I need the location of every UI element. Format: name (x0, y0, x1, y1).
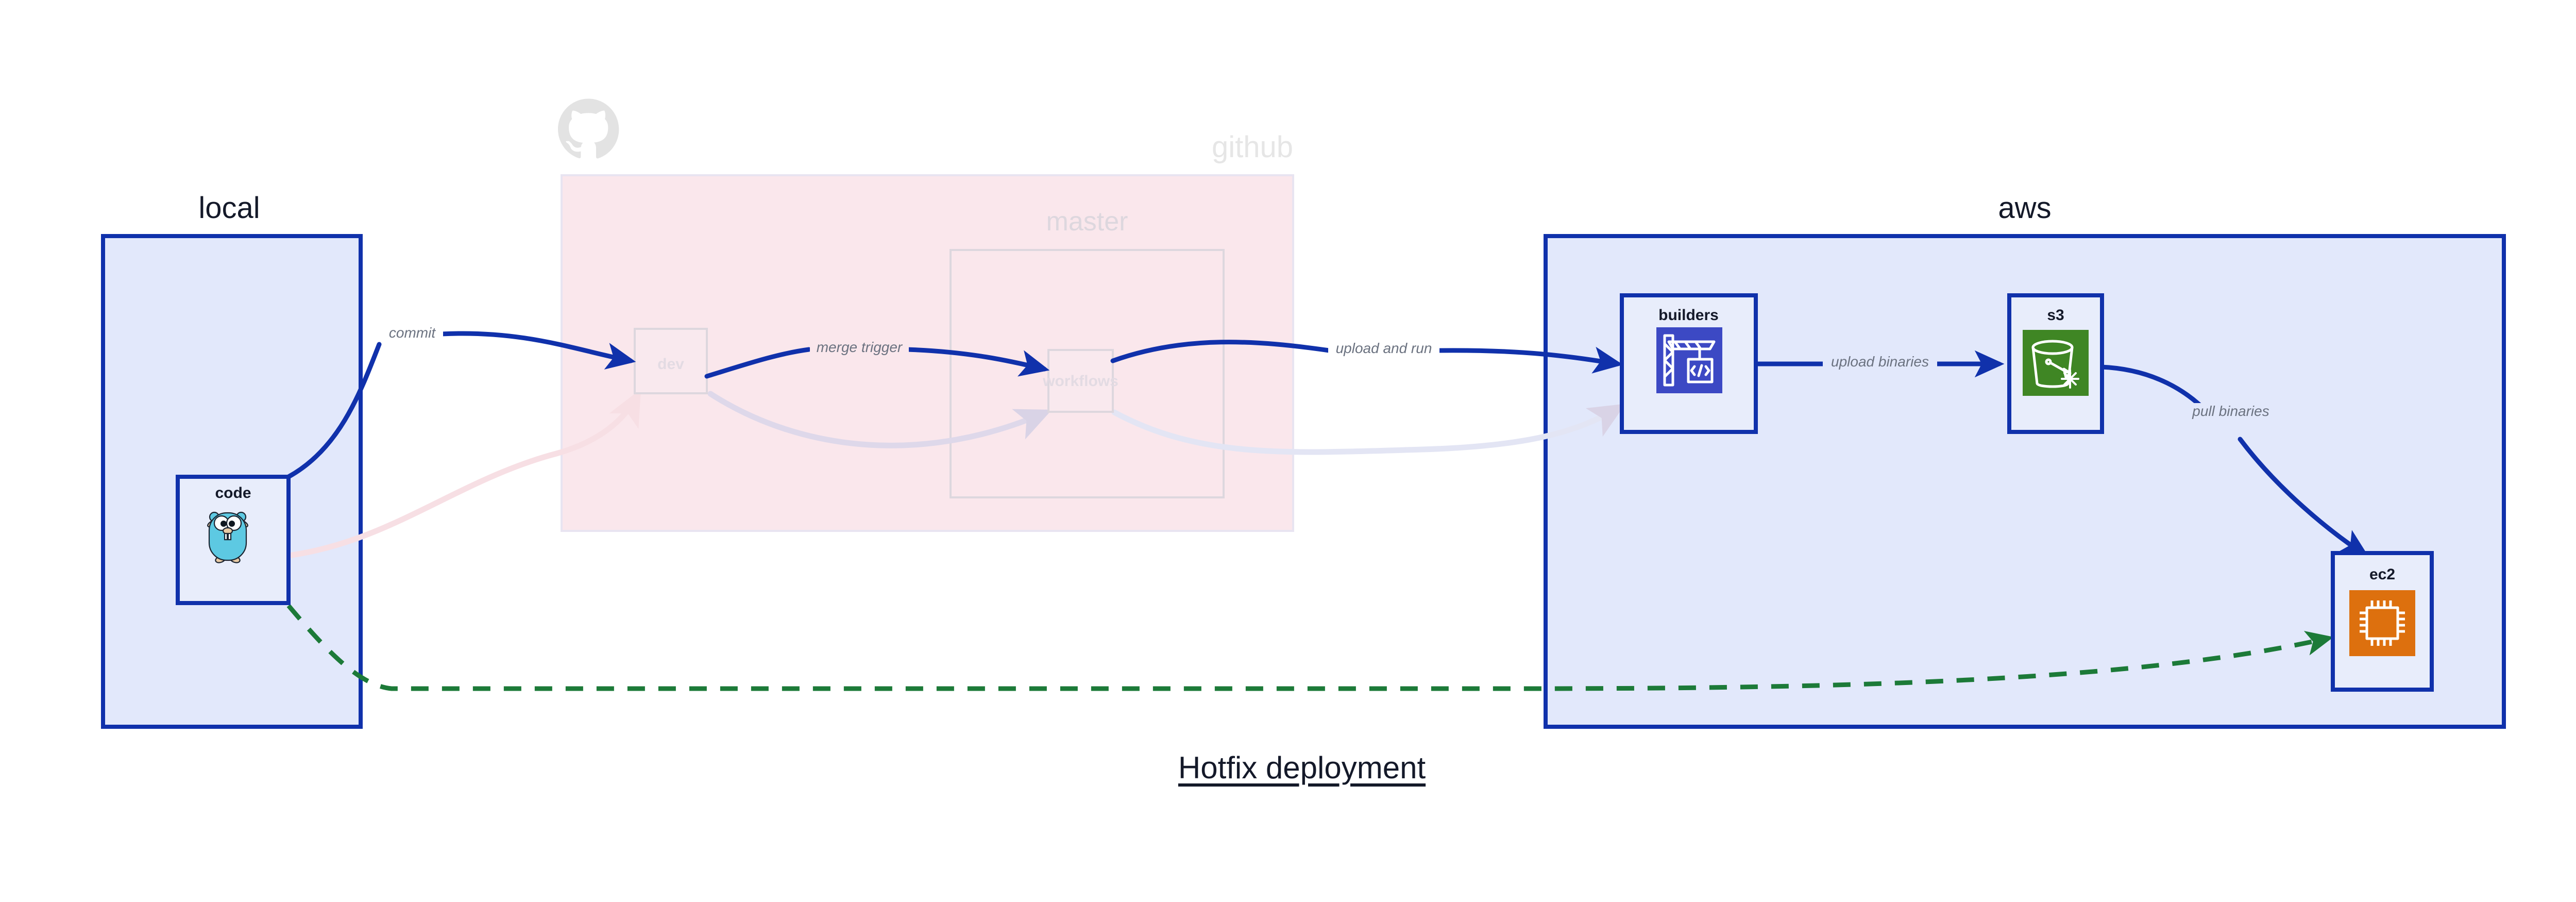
github-logo-icon (558, 98, 619, 159)
bucket-glacier-icon (2023, 330, 2089, 396)
crane-code-icon (1656, 327, 1722, 393)
edge-label-upload-binaries: upload binaries (1823, 354, 1937, 370)
edge-label-upload-and-run: upload and run (1328, 340, 1439, 357)
node-label-workflows: workflows (1043, 373, 1118, 390)
edge-merge-trigger-a (704, 347, 811, 379)
cluster-label-local: local (198, 191, 260, 225)
node-label-ec2: ec2 (2369, 566, 2396, 583)
edge-faded-dev-workflows (707, 391, 1052, 448)
cluster-label-aws: aws (1998, 191, 2052, 225)
edge-label-merge-trigger: merge trigger (810, 339, 909, 356)
edge-faded-code-dev (285, 389, 641, 559)
cluster-label-github: github (1211, 130, 1293, 164)
node-workflows[interactable] (1047, 349, 1114, 413)
cpu-chip-icon (2349, 590, 2415, 656)
edge-pull-binaries-b (2238, 437, 2369, 558)
edge-hotfix-direct (286, 604, 2334, 691)
node-label-code: code (215, 485, 251, 502)
edge-upload-and-run-b (1435, 346, 1623, 374)
node-label-s3: s3 (2047, 307, 2064, 324)
edge-merge-trigger-b (904, 347, 1050, 377)
cluster-master (950, 249, 1225, 498)
edge-commit-a (286, 342, 382, 479)
edge-label-commit: commit (381, 325, 443, 341)
node-dev[interactable] (634, 328, 708, 394)
edge-commit-b (438, 331, 636, 370)
go-gopher-icon (207, 511, 248, 563)
edge-label-pull-binaries: pull binaries (2185, 403, 2276, 420)
edge-upload-and-run-a (1110, 340, 1332, 363)
node-label-builders: builders (1658, 307, 1719, 324)
edge-faded-workflows-builders (1111, 404, 1626, 455)
cluster-label-master: master (1046, 207, 1128, 237)
diagram-title: Hotfix deployment (1178, 750, 1426, 785)
node-label-dev: dev (657, 356, 684, 373)
